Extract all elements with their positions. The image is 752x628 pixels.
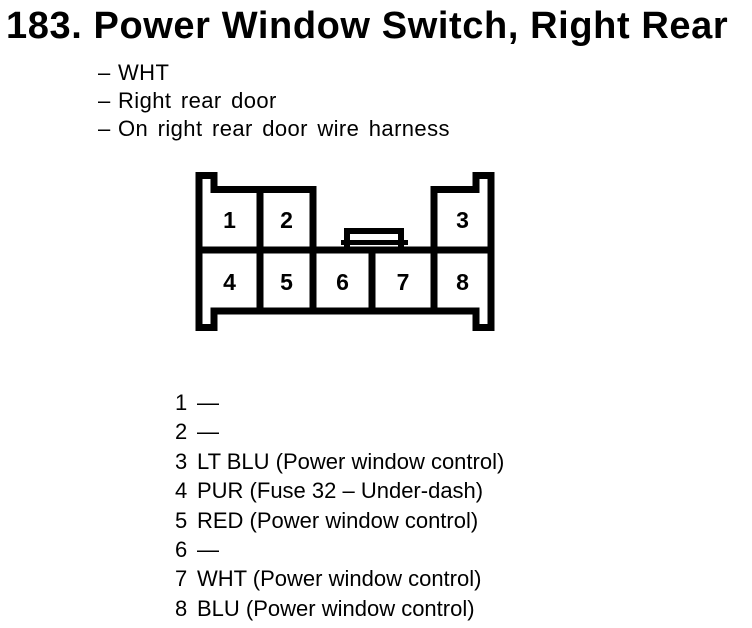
pin-number: 7: [175, 566, 188, 592]
dash-bullet: –: [98, 88, 111, 113]
dash-bullet: –: [98, 60, 111, 85]
note-item: –On right rear door wire harness: [98, 115, 450, 143]
note-text: On right rear door wire harness: [118, 116, 450, 141]
pin-row: 8 BLU (Power window control): [175, 594, 504, 623]
pin-description: LT BLU (Power window control): [197, 448, 505, 474]
latch: [341, 228, 408, 249]
note-item: –Right rear door: [98, 87, 450, 115]
cavity-number-6: 6: [336, 269, 349, 295]
cavity-number-7: 7: [397, 269, 410, 295]
pin-number: 5: [175, 507, 188, 533]
cavity-number-1: 1: [223, 207, 236, 233]
pin-row: 3 LT BLU (Power window control): [175, 447, 504, 476]
connector-outline: [195, 172, 495, 331]
pin-row: 5 RED (Power window control): [175, 506, 504, 535]
pin-row: 7 WHT (Power window control): [175, 564, 504, 593]
note-text: WHT: [118, 60, 170, 85]
pin-number: 4: [175, 478, 188, 504]
cavity-number-3: 3: [456, 207, 469, 233]
pin-number: 1: [175, 390, 188, 415]
pin-description: —: [197, 390, 219, 415]
pin-row: 6—: [175, 535, 504, 564]
pin-description: —: [197, 419, 219, 445]
latch-outline: [344, 228, 404, 249]
pin-number: 6: [175, 537, 188, 563]
pin-row: 1—: [175, 388, 504, 417]
note-item: –WHT: [98, 59, 450, 87]
pin-number: 8: [175, 595, 188, 621]
note-text: Right rear door: [118, 88, 277, 113]
cavity-number-2: 2: [280, 207, 293, 233]
pin-description: —: [197, 537, 219, 563]
connector-notes: –WHT –Right rear door –On right rear doo…: [98, 59, 450, 143]
pin-number: 3: [175, 448, 188, 474]
pin-row: 2—: [175, 417, 504, 446]
pin-number: 2: [175, 419, 188, 445]
cavity-number-4: 4: [223, 269, 236, 295]
dash-bullet: –: [98, 116, 111, 141]
pin-row: 4 PUR (Fuse 32 – Under-dash): [175, 476, 504, 505]
pin-description: RED (Power window control): [197, 507, 479, 533]
page-title: 183. Power Window Switch, Right Rear: [6, 5, 729, 47]
cavity-number-8: 8: [456, 269, 469, 295]
pin-description: PUR (Fuse 32 – Under-dash): [197, 478, 484, 504]
pin-description: BLU (Power window control): [197, 595, 475, 621]
pin-description: WHT (Power window control): [197, 566, 482, 592]
cavity-number-5: 5: [280, 269, 293, 295]
